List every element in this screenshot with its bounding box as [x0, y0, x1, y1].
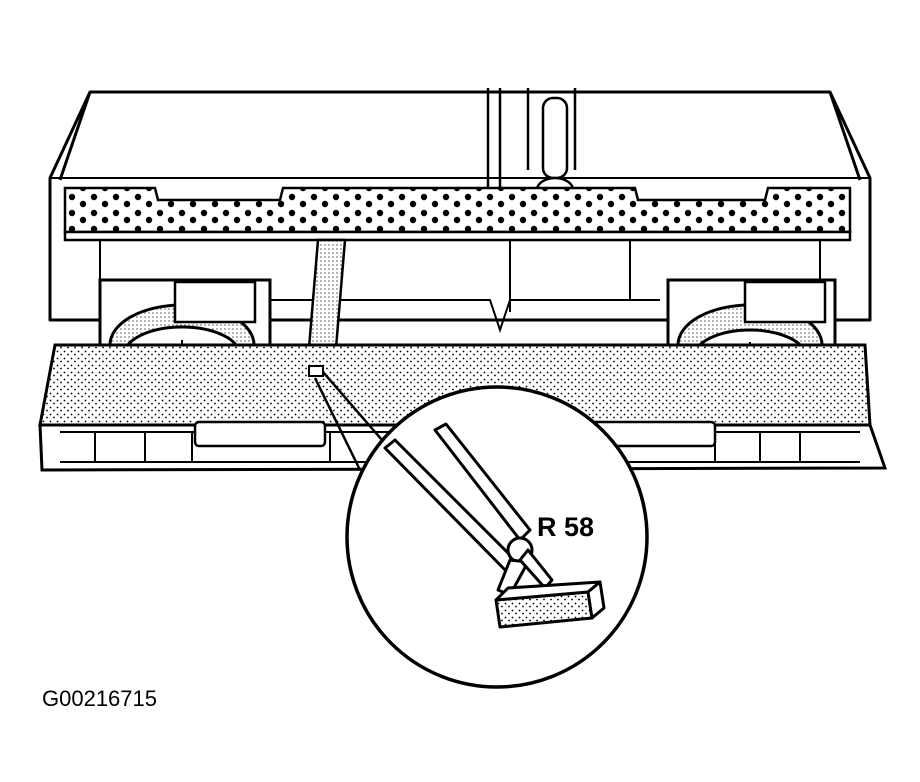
resistor-location-marker — [308, 365, 324, 377]
detail-magnifier — [345, 385, 649, 689]
circuit-board — [63, 186, 852, 334]
resistor-component — [494, 580, 606, 629]
callout-label: R 58 — [537, 512, 594, 542]
pliers-tool — [383, 422, 554, 597]
figure-code: G00216715 — [42, 686, 157, 711]
